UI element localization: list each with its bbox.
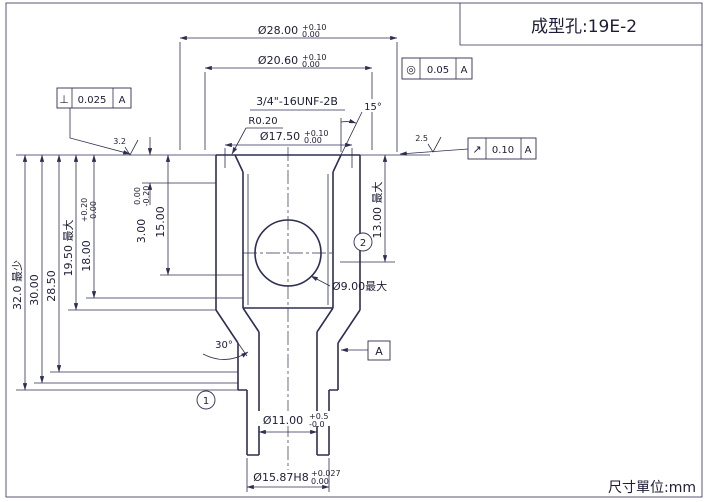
tol-lower: 0.00 — [304, 136, 322, 145]
balloon-number: 1 — [203, 396, 209, 407]
dim-dia-1587: Ø15.87H8 +0.027 0.00 — [246, 458, 341, 492]
dim-text: 28.50 — [45, 270, 58, 302]
cross-hole — [254, 219, 322, 287]
thread-label: 3/4"-16UNF-2B — [256, 95, 338, 108]
tol-upper: 0.00 — [133, 187, 142, 205]
perpendicularity-icon: ⊥ — [59, 93, 69, 106]
thread-callout: 3/4"-16UNF-2B — [250, 95, 345, 111]
tol-upper: +0.10 — [302, 53, 327, 62]
angle-text: 30° — [215, 340, 233, 351]
dim-height-13: 13.00 最大 — [340, 154, 395, 263]
tol-upper: +0.10 — [302, 23, 327, 32]
tol-upper: +0.10 — [304, 129, 329, 138]
dim-dia-11: Ø11.00 +0.5 -0.0 — [251, 411, 337, 435]
angle-15-callout: 15° — [340, 99, 386, 156]
dim-text: Ø17.50 — [260, 130, 300, 143]
balloon-2: 2 — [353, 232, 373, 252]
datum-label: A — [375, 345, 383, 358]
dim-height-1950: 19.50 最大 — [61, 154, 216, 311]
dim-height-30: 30.00 — [28, 154, 238, 384]
radius-label: R0.20 — [248, 116, 277, 127]
datum-ref: A — [119, 95, 126, 106]
datum-ref: A — [525, 145, 532, 156]
dim-height-2850: 28.50 — [45, 154, 238, 373]
title-block-text: 成型孔:19E-2 — [531, 17, 637, 37]
datum-ref: A — [461, 65, 468, 76]
units-label: 尺寸單位:mm — [608, 480, 696, 496]
roughness-value: 3.2 — [113, 137, 126, 146]
dim-text: 18.00 — [80, 240, 93, 272]
dim-text: Ø28.00 — [258, 24, 298, 37]
datum-a-flag: A — [340, 340, 391, 361]
dim-text: Ø15.87H8 — [253, 471, 308, 484]
gdt-runout-frame: ↗ 0.10 A — [399, 137, 537, 160]
radius-callout: R0.20 — [231, 116, 283, 155]
part-outline — [215, 154, 361, 456]
thread-crest-lines — [247, 174, 329, 305]
dim-dia-2060: Ø20.60 +0.10 0.00 — [204, 53, 373, 150]
tol-lower: 0.00 — [89, 201, 98, 219]
tol-lower: 0.00 — [311, 477, 329, 486]
dim-text: Ø20.60 — [258, 54, 298, 67]
dim-height-32: 32.0 最少 — [11, 154, 238, 391]
balloon-number: 2 — [360, 238, 366, 249]
dim-dia-28: Ø28.00 +0.10 0.00 — [179, 23, 398, 152]
tol-upper: +0.20 — [80, 198, 89, 223]
roughness-left: 3.2 — [113, 137, 139, 156]
tolerance-value: 0.05 — [427, 65, 449, 76]
title-block-frame — [459, 3, 702, 46]
tol-upper: +0.5 — [309, 412, 328, 421]
dim-height-18: 18.00 +0.20 0.00 — [80, 154, 243, 299]
dim-text: 3.00 — [135, 219, 148, 244]
tol-lower: 0.00 — [302, 60, 320, 69]
roughness-value: 2.5 — [415, 134, 428, 143]
dim-text: 13.00 最大 — [370, 182, 384, 239]
tolerance-value: 0.10 — [492, 145, 514, 156]
angle-text: 15° — [364, 102, 382, 113]
roughness-icon — [124, 139, 139, 156]
tol-lower: -0.20 — [142, 186, 151, 207]
dim-dia-1750: Ø17.50 +0.10 0.00 — [224, 129, 353, 168]
dim-text: 15.00 — [154, 206, 167, 238]
dim-text: Ø9.00最大 — [332, 279, 387, 293]
roughness-icon — [427, 136, 442, 153]
tol-lower: -0.0 — [309, 420, 325, 429]
dim-height-15: 15.00 — [154, 154, 243, 276]
angle-30-callout: 30° — [202, 340, 249, 360]
dim-height-3: 3.00 0.00 -0.20 — [133, 137, 216, 243]
tol-upper: +0.027 — [311, 469, 341, 478]
tol-lower: 0.00 — [302, 30, 320, 39]
dim-text: 19.50 最大 — [61, 220, 75, 277]
balloon-1: 1 — [196, 390, 216, 410]
dim-dia-9: Ø9.00最大 — [310, 275, 387, 293]
dim-text: Ø11.00 — [263, 414, 303, 427]
concentricity-icon: ◎ — [406, 63, 416, 76]
dim-text: 30.00 — [28, 274, 41, 306]
runout-icon: ↗ — [472, 143, 481, 156]
roughness-right: 2.5 — [415, 134, 442, 153]
tolerance-value: 0.025 — [78, 95, 107, 106]
gdt-perpendicularity-frame: ⊥ 0.025 A — [56, 87, 132, 155]
dim-text: 32.0 最少 — [11, 260, 24, 310]
gdt-concentricity-frame: ◎ 0.05 A — [401, 57, 473, 80]
drawing-border — [5, 2, 703, 498]
